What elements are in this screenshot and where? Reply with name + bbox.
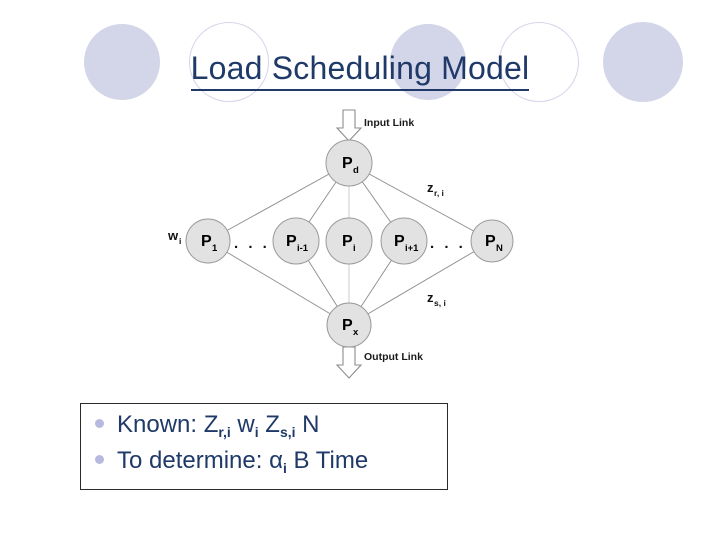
load-scheduling-diagram: Input Link Output Link z r, i z s, i w i bbox=[167, 109, 514, 379]
bullet-known-text: Known: Zr,i wi Zs,i N bbox=[117, 411, 320, 440]
ellipsis-left: . . . bbox=[234, 235, 270, 252]
deco-circle-3 bbox=[390, 24, 466, 100]
weight-label-wi: w i bbox=[167, 228, 181, 246]
node-pi-1-shape bbox=[272, 217, 320, 265]
svg-text:i: i bbox=[179, 236, 181, 246]
node-pi+1-label: P bbox=[394, 233, 405, 250]
node-pd-label: P bbox=[342, 155, 353, 172]
node-p1-label: P bbox=[201, 233, 212, 250]
node-pi-label: P bbox=[342, 233, 353, 250]
deco-circle-2 bbox=[189, 22, 269, 102]
bullet-known: Known: Zr,i wi Zs,i N bbox=[81, 410, 447, 446]
ellipsis-right: . . . bbox=[430, 235, 466, 252]
bullet-to-determine-text: To determine: αi B Time bbox=[117, 447, 369, 476]
deco-circle-4 bbox=[499, 22, 579, 102]
edge-label-zr: z r, i bbox=[427, 180, 444, 198]
node-pi-1-label: P bbox=[286, 233, 297, 250]
node-pi+1-subscript: i+1 bbox=[405, 243, 419, 254]
bullet-dot-icon bbox=[95, 419, 104, 428]
node-pi-subscript: i bbox=[353, 243, 356, 254]
node-pi+1-shape bbox=[380, 217, 428, 265]
node-pn-label: P bbox=[485, 233, 496, 250]
node-pi-1-subscript: i-1 bbox=[297, 243, 309, 254]
node-px-subscript: x bbox=[353, 327, 359, 338]
output-link-label: Output Link bbox=[364, 351, 423, 363]
page-title: Load Scheduling Model bbox=[190, 48, 530, 91]
summary-box: Known: Zr,i wi Zs,i N To determine: αi B … bbox=[80, 403, 448, 490]
node-p1-shape bbox=[185, 218, 231, 264]
edge-p1-px bbox=[207, 240, 350, 326]
svg-text:z: z bbox=[427, 290, 434, 305]
output-link-arrow bbox=[335, 346, 363, 379]
node-pi-shape bbox=[325, 217, 373, 265]
deco-circle-1 bbox=[84, 24, 160, 100]
title-container: Load Scheduling Model bbox=[0, 48, 720, 91]
bullet-dot-icon bbox=[95, 455, 104, 464]
svg-text:r, i: r, i bbox=[434, 188, 444, 198]
bullet-to-determine: To determine: αi B Time bbox=[81, 446, 447, 482]
edge-pn-px bbox=[348, 240, 493, 326]
svg-text:z: z bbox=[427, 180, 434, 195]
node-p1-subscript: 1 bbox=[212, 243, 218, 254]
deco-circle-5 bbox=[603, 22, 683, 102]
svg-text:w: w bbox=[167, 228, 179, 243]
node-pn-shape bbox=[470, 219, 514, 263]
node-pd-shape bbox=[325, 139, 373, 187]
input-link-arrow bbox=[335, 109, 363, 142]
node-pd-subscript: d bbox=[353, 165, 359, 176]
input-link-label: Input Link bbox=[364, 117, 414, 129]
svg-text:s, i: s, i bbox=[434, 298, 446, 308]
node-px-shape bbox=[326, 302, 372, 348]
node-pn-subscript: N bbox=[496, 243, 503, 254]
edge-pd-pn bbox=[348, 162, 493, 242]
edge-label-zs: z s, i bbox=[427, 290, 446, 308]
edge-pd-p1 bbox=[207, 162, 350, 242]
node-px-label: P bbox=[342, 317, 353, 334]
